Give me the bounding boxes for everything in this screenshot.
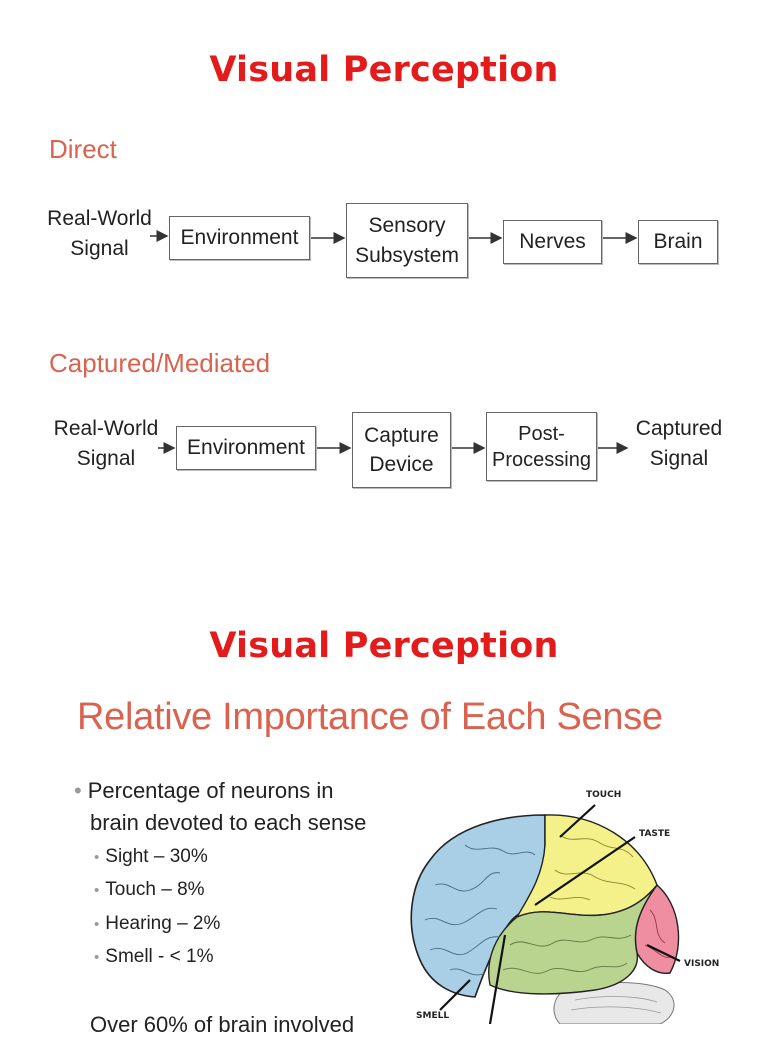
direct-start-label: Real-World Signal <box>42 204 157 265</box>
frontal-lobe <box>410 814 546 998</box>
taste-label: TASTE <box>639 829 671 839</box>
bullet-line1: Percentage of neurons in <box>87 778 334 803</box>
flow-arrows <box>150 230 638 454</box>
direct-sensory-box: Sensory Subsystem <box>346 203 468 278</box>
slide2-title: Visual Perception <box>209 626 559 666</box>
post-line2: Processing <box>492 448 591 471</box>
direct-nerves-box: Nerves <box>503 220 602 264</box>
captured-start-line2: Signal <box>76 447 136 471</box>
touch-label: TOUCH <box>586 790 622 800</box>
brain-illustration <box>410 804 681 1024</box>
touch-pointer <box>559 804 596 838</box>
sense-smell-text: Smell - < 1% <box>105 946 214 967</box>
captured-start-label: Real-World Signal <box>50 414 162 475</box>
sense-touch: •Touch – 8% <box>94 879 205 900</box>
slide1-title: Visual Perception <box>209 50 559 90</box>
captured-environment-box: Environment <box>176 426 316 470</box>
captured-end-label: Captured Signal <box>627 414 731 475</box>
direct-label: Direct <box>49 134 117 164</box>
direct-start-line1: Real-World <box>47 207 152 230</box>
sense-sight-text: Sight – 30% <box>105 846 208 867</box>
smell-label: SMELL <box>416 1011 450 1021</box>
capture-device-box: Capture Device <box>352 412 451 488</box>
captured-end-line1: Captured <box>635 417 723 440</box>
direct-brain-box: Brain <box>638 220 718 264</box>
post-line1: Post- <box>518 422 565 445</box>
vision-label: VISION <box>684 959 720 969</box>
sense-hearing-text: Hearing – 2% <box>105 913 221 934</box>
sense-heading: Relative Importance of Each Sense <box>77 696 663 738</box>
captured-label: Captured/Mediated <box>49 348 271 378</box>
direct-start-line2: Signal <box>70 237 129 261</box>
taste-pointer <box>534 836 636 906</box>
direct-environment-box: Environment <box>169 216 310 260</box>
captured-end-line2: Signal <box>649 447 709 471</box>
vision-pointer <box>646 944 681 962</box>
sense-hearing: •Hearing – 2% <box>94 913 221 934</box>
captured-start-line1: Real-World <box>53 417 159 440</box>
sense-smell: •Smell - < 1% <box>94 946 214 967</box>
bullet-line2: brain devoted to each sense <box>90 809 367 835</box>
smell-pointer <box>439 979 471 1011</box>
sense-touch-text: Touch – 8% <box>105 879 205 900</box>
capture-line2: Device <box>369 453 434 476</box>
neurons-bullet: •Percentage of neurons in brain devoted … <box>74 775 366 839</box>
hearing-pointer <box>488 934 507 1024</box>
capture-line1: Capture <box>364 423 439 447</box>
cut-off-text: Over 60% of brain involved <box>90 1012 355 1037</box>
bullet-dot: • <box>74 778 82 803</box>
sensory-line2: Subsystem <box>355 243 459 267</box>
sensory-line1: Sensory <box>368 214 446 238</box>
post-processing-box: Post- Processing <box>486 412 597 481</box>
sense-sight: •Sight – 30% <box>94 846 208 867</box>
